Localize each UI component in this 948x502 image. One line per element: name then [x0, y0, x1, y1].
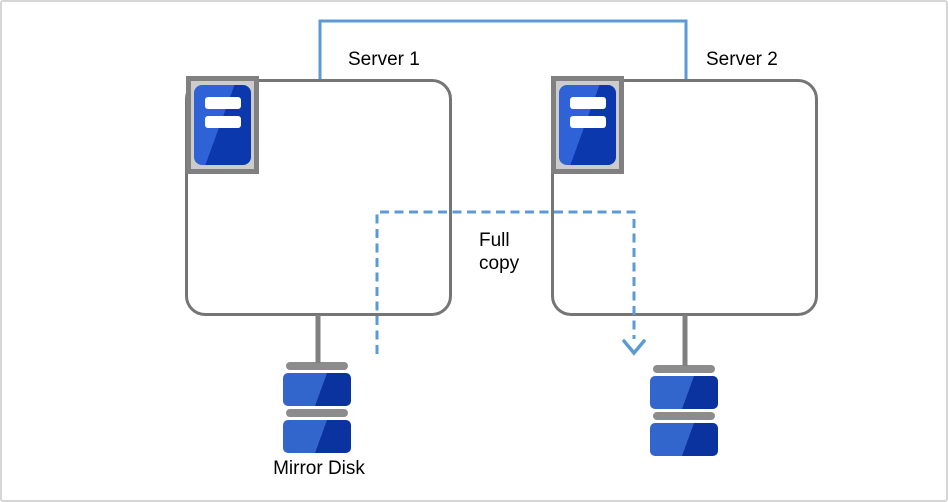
server-icon-slot — [569, 116, 606, 128]
full-copy-arrowhead-icon — [622, 339, 646, 356]
server-icon-slot — [569, 97, 606, 109]
disk-cap — [286, 409, 348, 417]
mirror-disk-label: Mirror Disk — [273, 458, 365, 479]
mirror-disk-stack-icon — [283, 362, 351, 453]
disk-platter — [650, 376, 718, 409]
disk-cap — [286, 362, 348, 370]
disk-cap — [653, 412, 715, 420]
disk-platter — [283, 373, 351, 406]
server1-label: Server 1 — [348, 49, 420, 70]
server-icon-body — [194, 85, 251, 165]
disk-platter — [650, 423, 718, 456]
target-disk-stack-icon — [650, 365, 718, 456]
disk-cap — [653, 365, 715, 373]
server-icon — [186, 76, 259, 174]
disk-platter — [283, 420, 351, 453]
server-icon-body — [559, 85, 616, 165]
server2-label: Server 2 — [706, 49, 778, 70]
server-icon-slot — [204, 116, 241, 128]
server-icon — [551, 76, 624, 174]
server-icon-slot — [204, 97, 241, 109]
full-copy-label: Full copy — [479, 230, 520, 274]
